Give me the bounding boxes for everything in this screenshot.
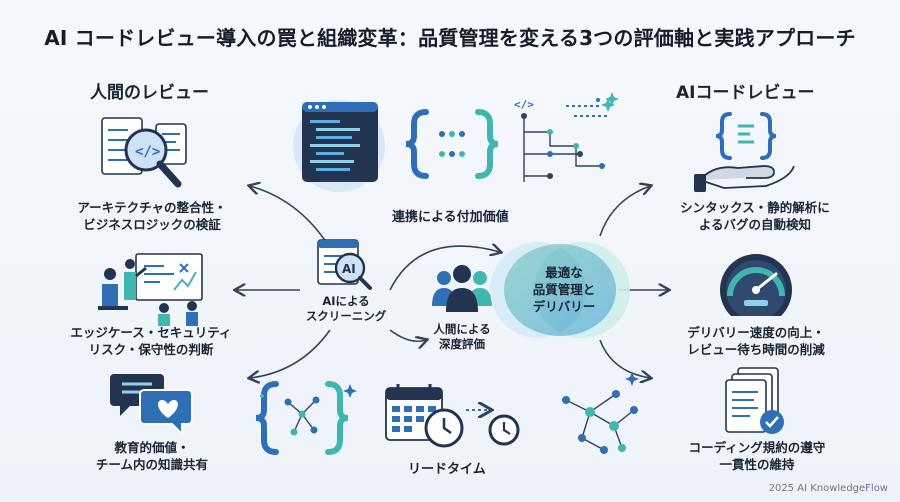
human-review-heading: 人間のレビュー bbox=[90, 83, 209, 103]
synergy-label: 連携による付加価値 bbox=[392, 210, 509, 225]
arrow-to-left-top bbox=[250, 186, 331, 249]
right-item-coding-standards: コーディング規約の遵守 一貫性の維持 bbox=[688, 440, 826, 472]
footer-credit: 2025 AI KnowledgeFlow bbox=[768, 483, 888, 494]
arrow-to-left-bottom bbox=[250, 329, 331, 378]
human-eval-label: 人間による 深度評価 bbox=[433, 322, 491, 351]
venn-diagram bbox=[490, 242, 630, 338]
ai-badge-text: AI bbox=[342, 262, 356, 276]
ai-screening-icon: AI bbox=[317, 239, 372, 290]
node-tree-icon: </> bbox=[514, 98, 615, 182]
arrow-to-right-bottom bbox=[599, 339, 650, 378]
venn-label: 最適な 品質管理と デリバリー bbox=[532, 265, 596, 314]
ai-screening-label: AIによる スクリーニング bbox=[305, 294, 387, 323]
arrow-screening-to-venn bbox=[389, 246, 500, 291]
speedometer-icon bbox=[720, 254, 792, 316]
code-inspection-icon: </> bbox=[101, 117, 187, 188]
arrow-to-right-top bbox=[599, 186, 650, 237]
left-item-education: 教育的価値・ チーム内の知識共有 bbox=[95, 440, 209, 472]
people-icon bbox=[432, 265, 492, 312]
network-graph-icon bbox=[562, 390, 638, 454]
right-item-static-analysis: シンタックス・静的解析に よるバグの自動検知 bbox=[680, 200, 830, 232]
svg-text:</>: </> bbox=[135, 144, 160, 160]
code-tag-text: </> bbox=[514, 98, 534, 111]
right-item-delivery-speed: デリバリー速度の向上・ レビュー待ち時間の削減 bbox=[687, 325, 825, 357]
left-item-edge-cases: エッジケース・セキュリティ リスク・保守性の判断 bbox=[70, 325, 232, 357]
code-editor-icon bbox=[293, 100, 385, 192]
arrow-screening-to-human bbox=[389, 329, 426, 341]
knowledge-sharing-icon bbox=[110, 374, 193, 436]
lead-time-label: リードタイム bbox=[408, 462, 486, 477]
team-discussion-icon bbox=[98, 253, 203, 326]
lead-time-icon bbox=[385, 384, 520, 448]
robot-hand-icon bbox=[694, 112, 795, 192]
page-title: AI コードレビュー導入の罠と組織変革：品質管理を変える3つの評価軸と実践アプロ… bbox=[44, 26, 856, 50]
compliance-docs-icon bbox=[725, 367, 784, 434]
ai-review-heading: AIコードレビュー bbox=[676, 83, 815, 103]
curly-braces-icon bbox=[405, 109, 499, 179]
code-network-icon bbox=[255, 381, 349, 455]
left-item-architecture: アーキテクチャの整合性・ ビジネスロジックの検証 bbox=[77, 200, 227, 232]
